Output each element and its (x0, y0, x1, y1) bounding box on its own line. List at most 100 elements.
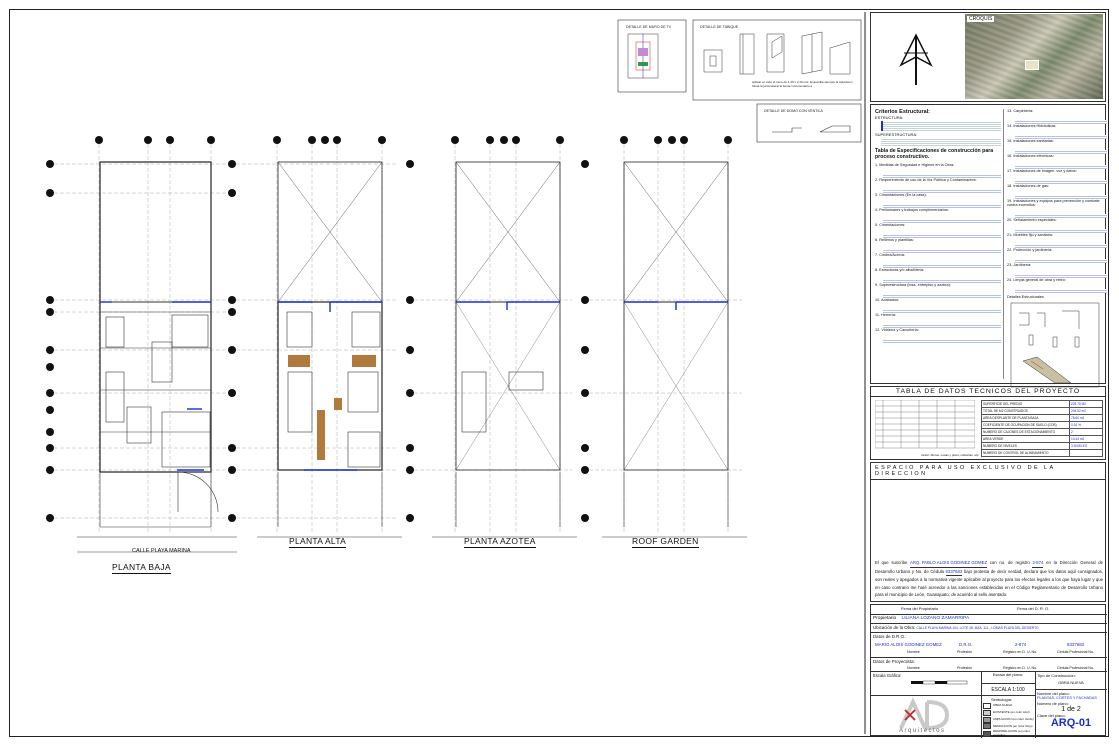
simbologia-item: AMPLIACION (en color Verde) (983, 716, 1035, 723)
spec-item-detail (883, 309, 1001, 313)
dro-h-nombre: Nombre (907, 650, 920, 654)
propietario-label: Propietario (873, 616, 897, 621)
spec-item-detail (883, 249, 1001, 253)
datos-value: 78.60 m2 (1069, 414, 1103, 422)
spec-item-detail (1015, 289, 1107, 293)
spec-item-detail (1015, 150, 1107, 154)
datos-row: COEFICIENTE DE OCUPACION DE SUELO (COS)0… (981, 421, 1103, 429)
declaration-name: ARQ. PABLO ALOIS GODINEZ GOMEZ (910, 559, 988, 568)
spec-item: 11. Herrería: (875, 313, 897, 317)
spec-item-detail (883, 219, 1001, 223)
ubicacion-value: CALLE PLAYA MARINA 104, LOTE 38, MZA. 11… (916, 626, 1039, 630)
simbologia-text: OBRA NUEVA (993, 703, 1013, 708)
datos-label: SUPERFICIE DEL PREDIO (981, 400, 1070, 408)
spec-item-detail (1015, 195, 1107, 199)
datos-value: 225.75 M2 (1069, 400, 1103, 408)
detail-tabique-title: DETALLE DE TABIQUE (700, 25, 739, 29)
datos-value: 0.34 % (1069, 421, 1103, 429)
croquis-map-image (965, 14, 1103, 99)
datos-label: TOTAL DE M2 CONSTRUIDOS (981, 407, 1070, 415)
datos-foot: Incluir: Muros, Losas y pisos, cubiertas… (921, 453, 980, 457)
spec-item-detail (1015, 259, 1107, 263)
structural-details-drawing (1010, 302, 1100, 388)
dro-name: MARIO ALOIS GODINEZ GOMEZ (875, 642, 942, 647)
proy-h-nombre: Nombre (907, 666, 920, 670)
planta-baja-plan (46, 136, 237, 553)
drawing-area: DETALLE DE MURO DE TV DETALLE DE TABIQUE… (12, 12, 866, 734)
detalles-estructurales-title: Detalles Estructurales (1007, 295, 1044, 299)
simbologia-list: OBRA NUEVA EXISTENTE (en color Azul)AMPLI… (983, 703, 1035, 738)
simbologia-item: OBRA NUEVA (983, 703, 1035, 709)
planta-azotea-title: PLANTA AZOTEA (464, 536, 536, 548)
spec-item: 9. Superestructura (losa, entrepiso y az… (875, 283, 951, 287)
spec-item: 24. Limpia general de obra y retiro: (1007, 278, 1066, 282)
datos-label: NUMERO DE NIVELES (981, 442, 1070, 450)
declaration-registro: 2-874 (1032, 559, 1044, 568)
croquis-title: CROQUIS (967, 16, 995, 22)
spec-item: 13. Carpintería: (1007, 109, 1034, 113)
spec-item: 3. Cimentaciones (En la casa): (875, 193, 927, 197)
dro-prof: D.R.O. (959, 642, 973, 647)
dro-h-prof: Profesión (957, 650, 973, 654)
logo-area: Arquitectos (871, 695, 982, 738)
declaration-cedula: 8337683 (945, 568, 963, 576)
dro-label: Datos de D.R.O.: (873, 634, 907, 639)
numero-plano-value: 1 de 2 (1061, 706, 1081, 713)
spec-items-right: 13. Carpintería: 14. Instalaciones Hidráu… (1007, 109, 1107, 293)
superestructura-label: SUPERESTRUCTURA: (875, 132, 918, 137)
nombre-plano-label: Nombre del plano: (1037, 691, 1070, 696)
simbologia-text: DEMOLICION (en color Rojo) (993, 723, 1033, 728)
datos-value: 204.52 m2 (1069, 407, 1103, 415)
simbologia-swatch (983, 723, 991, 730)
datos-title: TABLA DE DATOS TECNICOS DEL PROYECTO (871, 387, 1105, 397)
direccion-box: ESPACIO PARA USO EXCLUSIVO DE LA DIRECCI… (870, 462, 1106, 602)
croquis-box: CROQUIS (870, 12, 1106, 102)
datos-value: 13.44 m2 (1069, 435, 1103, 443)
ubicacion-label: Ubicación de la Obra: (873, 625, 916, 630)
spec-item: 1. Medidas de Seguridad e Higiene en la … (875, 163, 955, 167)
datos-value: 2 (1069, 428, 1103, 436)
ad-arquitectos-logo (899, 697, 950, 731)
spec-item-detail (883, 234, 1001, 238)
numero-plano-label: Número de plano: (1037, 701, 1069, 706)
spec-item-detail (1015, 180, 1107, 184)
criteria-box: Criterios Estructural: ESTRUCTURA: SUPER… (870, 104, 1107, 388)
clave-plano-label: Clave del plano: (1037, 713, 1066, 718)
spec-item: 16. Instalaciones eléctricas: (1007, 154, 1054, 158)
dro-reg: 2-874 (1015, 642, 1027, 647)
datos-row: NUMERO DE CONTROL DE ALINEAMIENTO (981, 449, 1103, 457)
spec-item-detail (1015, 135, 1107, 139)
spec-item-detail (883, 324, 1001, 328)
simbologia-text: EXISTENTE (en color Azul) (993, 710, 1030, 715)
simbologia-swatch (983, 703, 991, 709)
spec-item-detail (1015, 165, 1107, 169)
simbologia-item: DEMOLICION (en color Rojo) (983, 723, 1035, 730)
spec-item: 14. Instalaciones Hidráulicas: (1007, 124, 1057, 128)
estructura-label: ESTRUCTURA: (875, 115, 904, 120)
spec-item: 20. Señalamiento especiales: (1007, 218, 1057, 222)
simbologia-swatch (983, 730, 991, 737)
title-block: Firma del Propietario Firma del D. R. O.… (870, 604, 1107, 738)
nombre-plano-value: PLANTAS, CORTES Y FACHADAS (1037, 696, 1097, 700)
areas-table-grid (875, 400, 975, 449)
proy-h-reg: Registro en D. U. No. (1003, 666, 1038, 670)
spec-item: 18. Instalaciones de gas: (1007, 184, 1050, 188)
spec-item-detail (1015, 274, 1107, 278)
datos-label: COEFICIENTE DE OCUPACION DE SUELO (COS) (981, 421, 1070, 429)
detail-tabique-note: Aplicar en todo el muro de 1.20 x 2.10 m… (752, 80, 853, 88)
spec-item-detail (883, 339, 1001, 343)
datos-label: AREA DESPLANTE DE PLANTA BAJA (981, 414, 1070, 422)
spec-item-detail (1015, 244, 1107, 248)
criteria-title: Criterios Estructural: (875, 109, 931, 115)
north-arrow-icon (899, 33, 933, 85)
spec-item: 22. Protección y jardinería: (1007, 248, 1053, 252)
simbologia-swatch (983, 716, 991, 723)
planta-baja-title: PLANTA BAJA (112, 562, 171, 574)
tipo-construccion-value: OBRA NUEVA (1058, 680, 1084, 685)
spec-item: 6. Rellenos y plantillas: (875, 238, 914, 242)
